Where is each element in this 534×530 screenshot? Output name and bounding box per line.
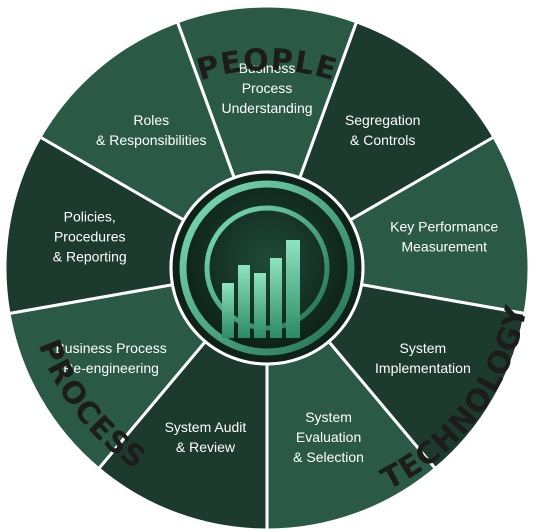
segment-label-line: Roles: [133, 112, 169, 128]
segment-label-segregation-controls: Segregation & Controls: [345, 112, 421, 148]
segment-label-line: Segregation: [345, 112, 421, 128]
segment-label-line: Measurement: [401, 239, 487, 255]
center-hub: [169, 170, 365, 366]
segment-label-line: System Audit: [165, 419, 247, 435]
segment-label-line: & Responsibilities: [96, 132, 207, 148]
segment-label-line: Implementation: [375, 360, 471, 376]
segment-label-line: Procedures: [54, 229, 126, 245]
segment-label-line: & Controls: [350, 132, 415, 148]
segment-label-line: Business Process: [55, 340, 166, 356]
segment-label-line: Understanding: [221, 100, 312, 116]
segment-label-line: Re-engineering: [63, 360, 159, 376]
segment-label-roles-responsibilities: Roles & Responsibilities: [96, 112, 207, 148]
hub-inner-ring: [204, 205, 330, 331]
segment-label-line: Business: [239, 60, 296, 76]
segment-label-line: Key Performance: [390, 219, 498, 235]
segment-label-line: Policies,: [64, 209, 116, 225]
segment-label-line: & Review: [176, 439, 236, 455]
bar-chart-icon: [222, 240, 300, 338]
segment-label-line: & Reporting: [53, 249, 127, 265]
segment-label-line: & Selection: [293, 449, 364, 465]
segment-label-policies-procedures-reporting: Policies, Procedures & Reporting: [53, 209, 127, 265]
segment-label-line: System: [305, 409, 352, 425]
segment-label-line: Evaluation: [296, 429, 361, 445]
segment-label-line: Process: [242, 80, 293, 96]
segment-label-line: System: [400, 340, 447, 356]
segment-label-system-audit-review: System Audit & Review: [165, 419, 247, 455]
